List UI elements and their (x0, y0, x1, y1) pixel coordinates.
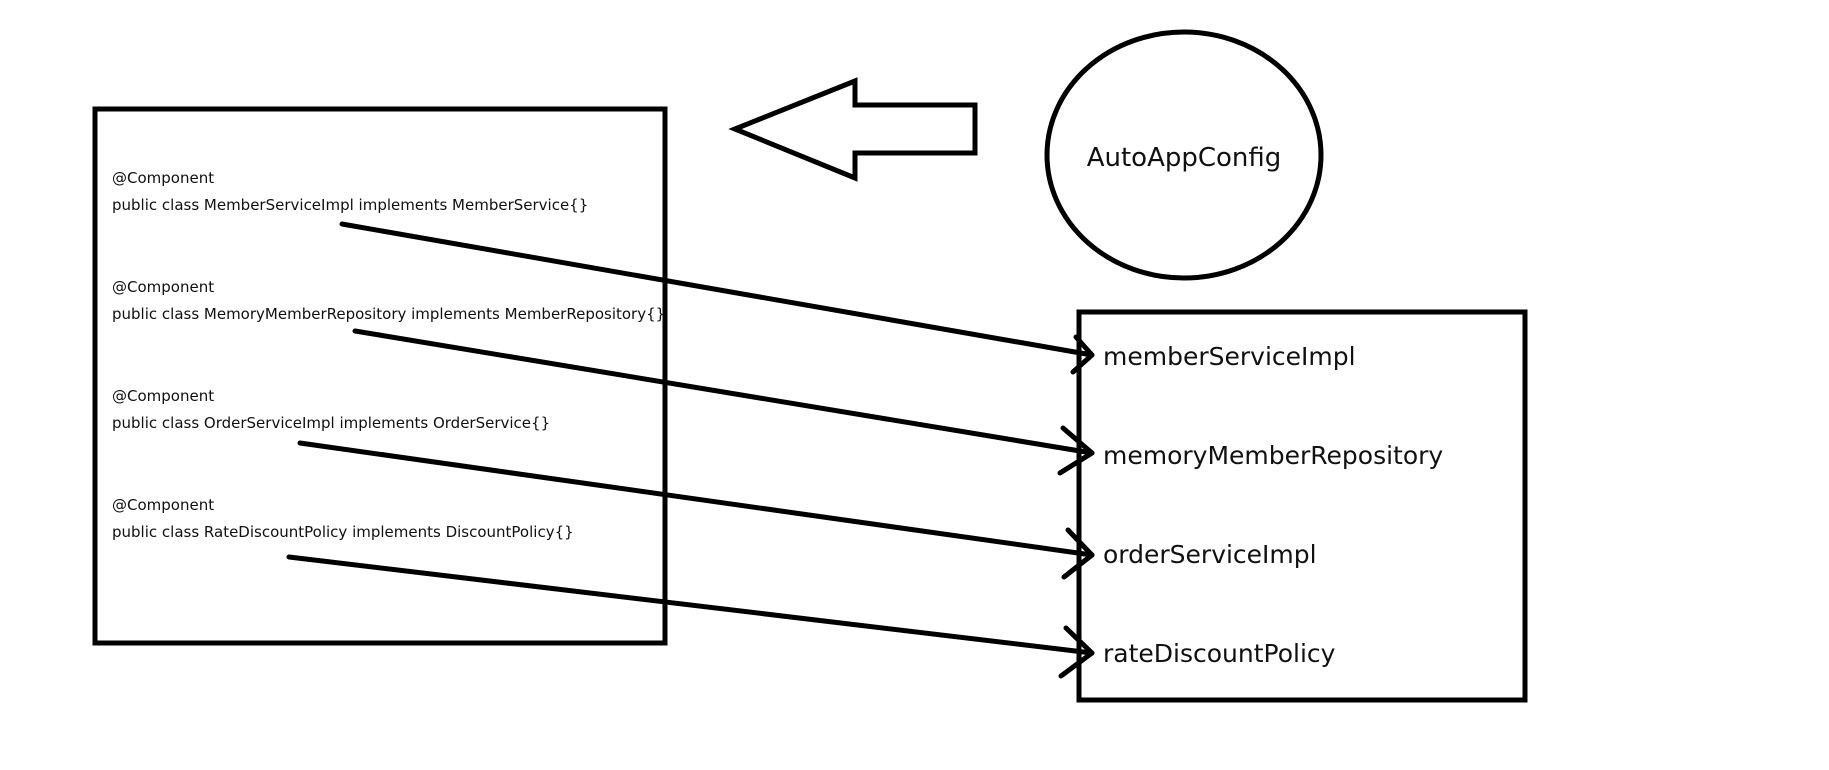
bean-name-4: rateDiscountPolicy (1103, 639, 1336, 668)
component-declaration: public class RateDiscountPolicy implemen… (112, 523, 574, 541)
component-declaration: public class MemberServiceImpl implement… (112, 196, 588, 214)
component-declaration: public class MemoryMemberRepository impl… (112, 305, 665, 323)
component-annotation: @Component (112, 169, 214, 187)
bean-container-box (1076, 309, 1528, 703)
component-item-1: @Component public class MemberServiceImp… (112, 169, 588, 214)
register-arrow-4 (286, 554, 1095, 656)
config-label: AutoAppConfig (1087, 143, 1282, 173)
register-arrow-2 (352, 328, 1095, 456)
component-source-box (92, 106, 668, 646)
arrow-head-icon (1070, 334, 1095, 375)
arrow-head-icon (1057, 425, 1095, 476)
scan-arrow-icon (728, 77, 978, 182)
bean-name-2: memoryMemberRepository (1103, 441, 1443, 470)
arrow-head-icon (1061, 527, 1095, 580)
component-item-4: @Component public class RateDiscountPoli… (112, 496, 574, 541)
component-item-2: @Component public class MemoryMemberRepo… (112, 278, 665, 323)
arrow-head-icon (1058, 625, 1095, 679)
register-arrow-1 (339, 221, 1095, 358)
component-item-3: @Component public class OrderServiceImpl… (112, 387, 550, 432)
component-declaration: public class OrderServiceImpl implements… (112, 414, 550, 432)
component-annotation: @Component (112, 278, 214, 296)
component-annotation: @Component (112, 496, 214, 514)
bean-name-1: memberServiceImpl (1103, 342, 1356, 371)
register-arrow-3 (297, 440, 1095, 558)
component-annotation: @Component (112, 387, 214, 405)
bean-name-3: orderServiceImpl (1103, 540, 1317, 569)
config-circle (1044, 29, 1324, 281)
